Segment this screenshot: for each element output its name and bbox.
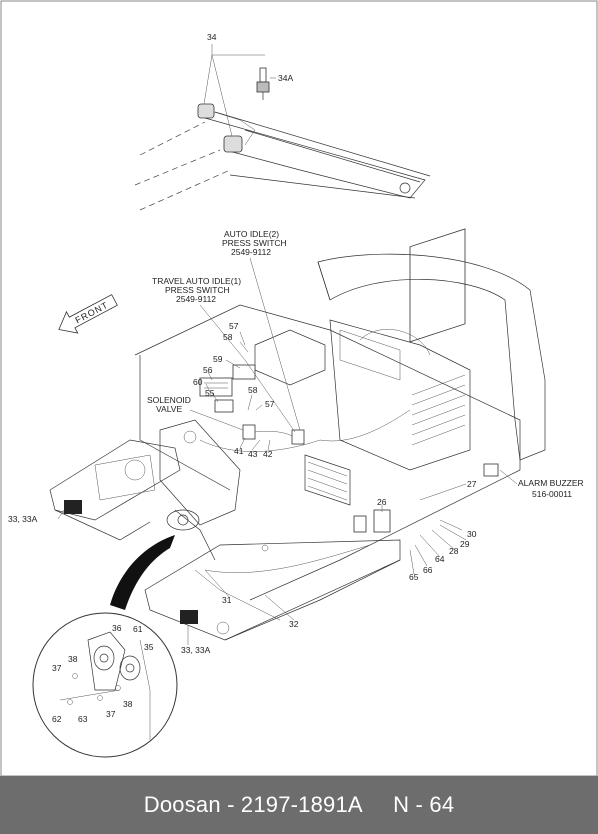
upper-structure xyxy=(134,228,546,601)
callout-34: 34 xyxy=(207,32,217,42)
callout-29: 29 xyxy=(460,539,470,549)
lower-frame xyxy=(49,419,401,641)
detail-callout-35: 35 xyxy=(144,642,154,652)
callout-57a: 57 xyxy=(229,321,239,331)
boom-lamp-assembly xyxy=(134,44,431,211)
auto-idle-label-3: 2549-9112 xyxy=(231,247,271,257)
callout-60: 60 xyxy=(193,377,203,387)
callout-58a: 58 xyxy=(223,332,233,342)
track-lamp-left xyxy=(64,500,82,514)
work-lamp-2 xyxy=(223,135,243,153)
travel-label-3: 2549-9112 xyxy=(176,294,216,304)
auto-idle-label-1: AUTO IDLE(2) xyxy=(224,229,279,239)
callout-66: 66 xyxy=(423,565,433,575)
callout-43: 43 xyxy=(248,449,258,459)
callout-64: 64 xyxy=(435,554,445,564)
detail-callout-36: 36 xyxy=(112,623,122,633)
callouts: 34 34A AUTO IDLE(2) PRESS SWITCH 2549-91… xyxy=(8,32,584,724)
detail-callout-63: 63 xyxy=(78,714,88,724)
travel-label-1: TRAVEL AUTO IDLE(1) xyxy=(152,276,241,286)
callout-28: 28 xyxy=(449,546,459,556)
footer-bar: Doosan - 2197-1891A N - 64 xyxy=(0,776,598,834)
radiator xyxy=(409,228,466,343)
callout-56: 56 xyxy=(203,365,213,375)
leader-lines xyxy=(57,77,518,645)
callout-65: 65 xyxy=(409,572,419,582)
detail-callout-38a: 38 xyxy=(68,654,78,664)
callout-57b: 57 xyxy=(265,399,275,409)
auto-idle-label-2: PRESS SWITCH xyxy=(222,238,287,248)
bulb-34a xyxy=(256,67,270,100)
solenoid-valve xyxy=(242,424,256,440)
callout-59: 59 xyxy=(213,354,223,364)
relay-59 xyxy=(232,364,256,380)
callout-31: 31 xyxy=(222,595,232,605)
footer-caption: Doosan - 2197-1891A N - 64 xyxy=(143,792,455,817)
callout-33-left: 33, 33A xyxy=(8,514,38,524)
auto-idle-switch xyxy=(291,429,305,445)
solenoid-label-1: SOLENOID xyxy=(147,395,191,405)
callout-34a: 34A xyxy=(278,73,293,83)
callout-58b: 58 xyxy=(248,385,258,395)
detail-view xyxy=(32,535,178,758)
detail-callout-62: 62 xyxy=(52,714,62,724)
detail-callout-38b: 38 xyxy=(123,699,133,709)
solenoid-label-2: VALVE xyxy=(156,404,182,414)
track-lamp-front xyxy=(180,610,198,624)
relay-60 xyxy=(214,399,234,413)
callout-42: 42 xyxy=(263,449,273,459)
alarm-buzzer-label: ALARM BUZZER xyxy=(518,478,584,488)
detail-callout-61: 61 xyxy=(133,624,143,634)
callout-55: 55 xyxy=(205,388,215,398)
callout-26: 26 xyxy=(377,497,387,507)
work-lamp-1 xyxy=(197,103,215,119)
callout-33-front: 33, 33A xyxy=(181,645,211,655)
detail-callout-37b: 37 xyxy=(106,709,116,719)
alarm-buzzer xyxy=(483,463,499,477)
alarm-buzzer-part: 516-00011 xyxy=(532,489,572,499)
callout-32: 32 xyxy=(289,619,299,629)
relay-56 xyxy=(199,377,233,397)
callout-27: 27 xyxy=(467,479,477,489)
horn-26 xyxy=(373,509,391,533)
callout-41: 41 xyxy=(234,446,244,456)
detail-callout-37a: 37 xyxy=(52,663,62,673)
front-arrow: FRONT xyxy=(58,294,118,334)
travel-label-2: PRESS SWITCH xyxy=(165,285,230,295)
part-27 xyxy=(353,515,367,533)
callout-30: 30 xyxy=(467,529,477,539)
